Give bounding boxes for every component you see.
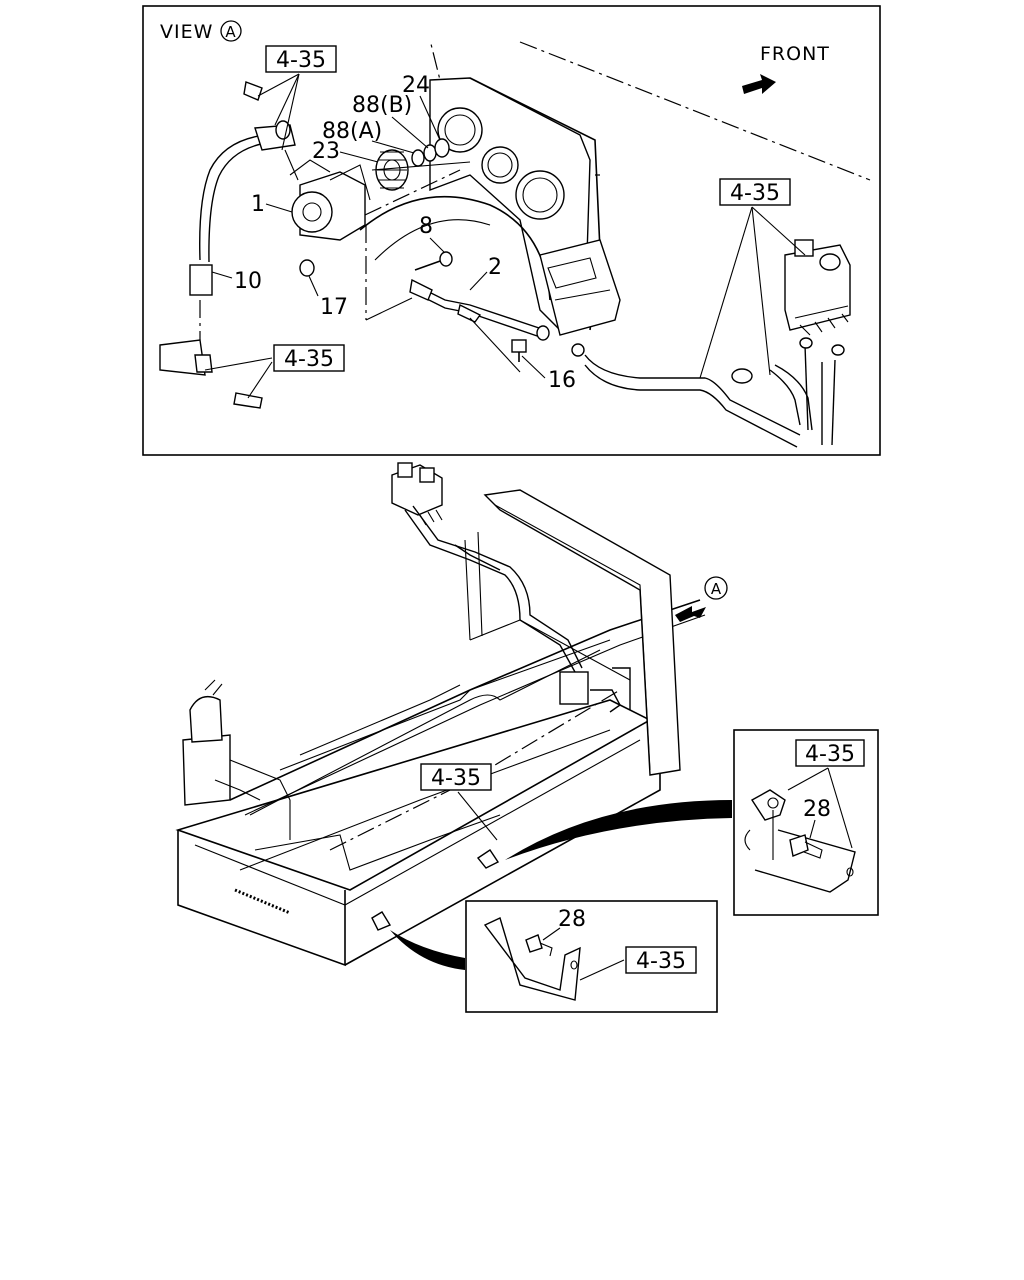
callout-23: 23 xyxy=(312,139,340,164)
callout-2: 2 xyxy=(488,255,502,280)
view-a-panel: VIEW A FRONT xyxy=(142,5,881,456)
callout-17: 17 xyxy=(320,295,348,320)
ref-label: 4-35 xyxy=(431,766,481,791)
ref-box-chassis: 4-35 xyxy=(420,763,498,841)
view-arrow-icon xyxy=(675,606,706,622)
view-a-title: VIEW xyxy=(160,21,213,43)
callout-10: 10 xyxy=(234,269,262,294)
view-a-frame xyxy=(142,5,881,456)
bolt-16 xyxy=(511,339,527,362)
bolt-8 xyxy=(414,251,453,271)
callout-28: 28 xyxy=(558,907,586,932)
view-a-marker-icon xyxy=(704,576,728,600)
cab-frame xyxy=(483,489,681,776)
mount-bracket xyxy=(754,829,856,893)
hose-bracket xyxy=(159,300,263,409)
ref-label: 4-35 xyxy=(636,949,686,974)
front-label: FRONT xyxy=(760,43,830,65)
detail-bottom: 28 4-35 xyxy=(465,900,718,1013)
centerline xyxy=(429,39,461,161)
callout-88b: 88(B) xyxy=(352,93,412,118)
bolt-28-icon xyxy=(789,834,809,857)
return-hoses xyxy=(571,337,845,448)
ref-box-top-right: 4-35 xyxy=(699,178,806,379)
ref-label: 4-35 xyxy=(284,347,334,372)
ref-box-mid-left: 4-35 xyxy=(204,344,345,399)
detail-right: 4-35 28 xyxy=(733,729,879,916)
view-a-circle-icon xyxy=(220,20,242,42)
pressure-hose-10 xyxy=(189,81,299,296)
centerline xyxy=(519,41,871,181)
nut-24 xyxy=(434,138,450,158)
ref-label: 4-35 xyxy=(276,48,326,73)
ref-label: 4-35 xyxy=(805,742,855,767)
bolt-28-icon xyxy=(525,934,543,953)
chassis-illustration: A 4-35 xyxy=(175,462,732,970)
nut-17 xyxy=(299,259,315,277)
front-arrow-icon xyxy=(742,74,776,94)
view-a-marker-label: A xyxy=(711,580,722,598)
cab-reservoir xyxy=(391,462,443,526)
hose-line xyxy=(404,509,576,673)
ref-label: 4-35 xyxy=(730,181,780,206)
detail-leader-right xyxy=(505,800,732,860)
callout-8: 8 xyxy=(419,214,433,239)
washer-88a xyxy=(423,144,437,162)
return-pipe-2 xyxy=(409,278,550,341)
callout-24: 24 xyxy=(402,73,430,98)
steering-gear xyxy=(182,679,291,840)
callout-16: 16 xyxy=(548,368,576,393)
oil-reservoir xyxy=(784,239,851,336)
drive-gear xyxy=(375,149,409,191)
flywheel-housing xyxy=(359,77,621,336)
detail-leader-bottom xyxy=(390,930,465,970)
callout-28: 28 xyxy=(803,797,831,822)
u-bracket xyxy=(483,917,581,1001)
power-steering-pump xyxy=(289,159,371,241)
view-a-mark: A xyxy=(225,23,236,41)
callout-88a: 88(A) xyxy=(322,119,382,144)
ref-box-top-left: 4-35 xyxy=(257,45,337,151)
callout-1: 1 xyxy=(251,192,265,217)
